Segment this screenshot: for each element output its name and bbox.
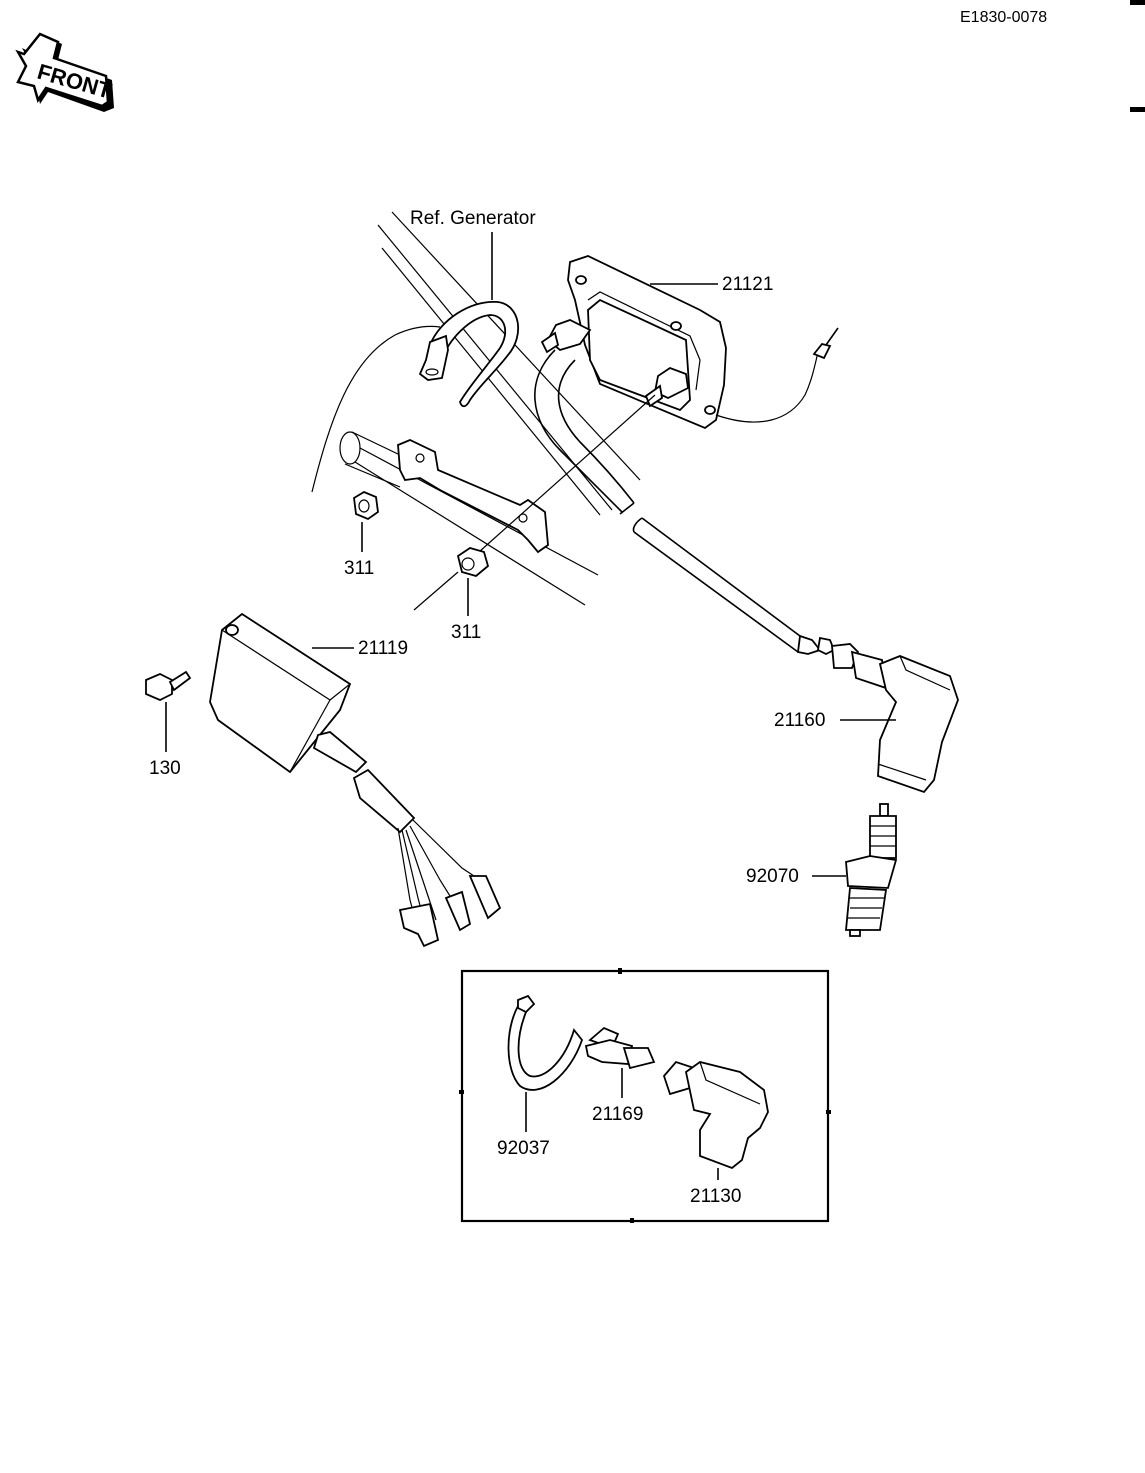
front-arrow-icon: FRONT bbox=[15, 32, 115, 112]
drawing-code: E1830-0078 bbox=[960, 9, 1047, 26]
spark-plug-cap bbox=[831, 643, 959, 794]
leader-nut-to-coil bbox=[469, 394, 656, 561]
inset-band-part-number: 92037 bbox=[497, 1138, 550, 1159]
spark-plug-cap-callout: 21160 bbox=[774, 710, 896, 731]
nut-left-part-number: 311 bbox=[344, 558, 374, 579]
inset-terminal: 21169 bbox=[584, 1026, 656, 1125]
registration-marks bbox=[1130, 0, 1145, 112]
nut-right-part-number: 311 bbox=[451, 622, 481, 643]
ref-generator-callout: Ref. Generator bbox=[410, 208, 536, 300]
inset-band: 92037 bbox=[497, 994, 584, 1159]
inset-cap-part-number: 21130 bbox=[690, 1186, 741, 1207]
ignition-coil bbox=[540, 255, 839, 430]
igniter-unit bbox=[209, 612, 502, 948]
inset-box bbox=[459, 968, 831, 1223]
ref-generator-label: Ref. Generator bbox=[410, 208, 536, 229]
bolt: 130 bbox=[145, 670, 192, 779]
spark-plug bbox=[845, 803, 898, 937]
nut-left: 311 bbox=[344, 490, 379, 579]
inset-cap: 21130 bbox=[662, 1060, 769, 1207]
nut-right: 311 bbox=[413, 547, 490, 643]
igniter-part-number: 21119 bbox=[358, 638, 408, 659]
inset-terminal-part-number: 21169 bbox=[592, 1104, 643, 1125]
ignition-coil-part-number: 21121 bbox=[722, 274, 773, 295]
frame-band bbox=[418, 301, 519, 408]
spark-plug-part-number: 92070 bbox=[746, 866, 799, 887]
spark-plug-cap-part-number: 21160 bbox=[774, 710, 825, 731]
igniter-callout: 21119 bbox=[312, 638, 408, 659]
bolt-part-number: 130 bbox=[149, 758, 181, 779]
ignition-coil-callout: 21121 bbox=[650, 274, 773, 295]
high-tension-lead bbox=[534, 349, 836, 656]
spark-plug-callout: 92070 bbox=[746, 866, 846, 887]
